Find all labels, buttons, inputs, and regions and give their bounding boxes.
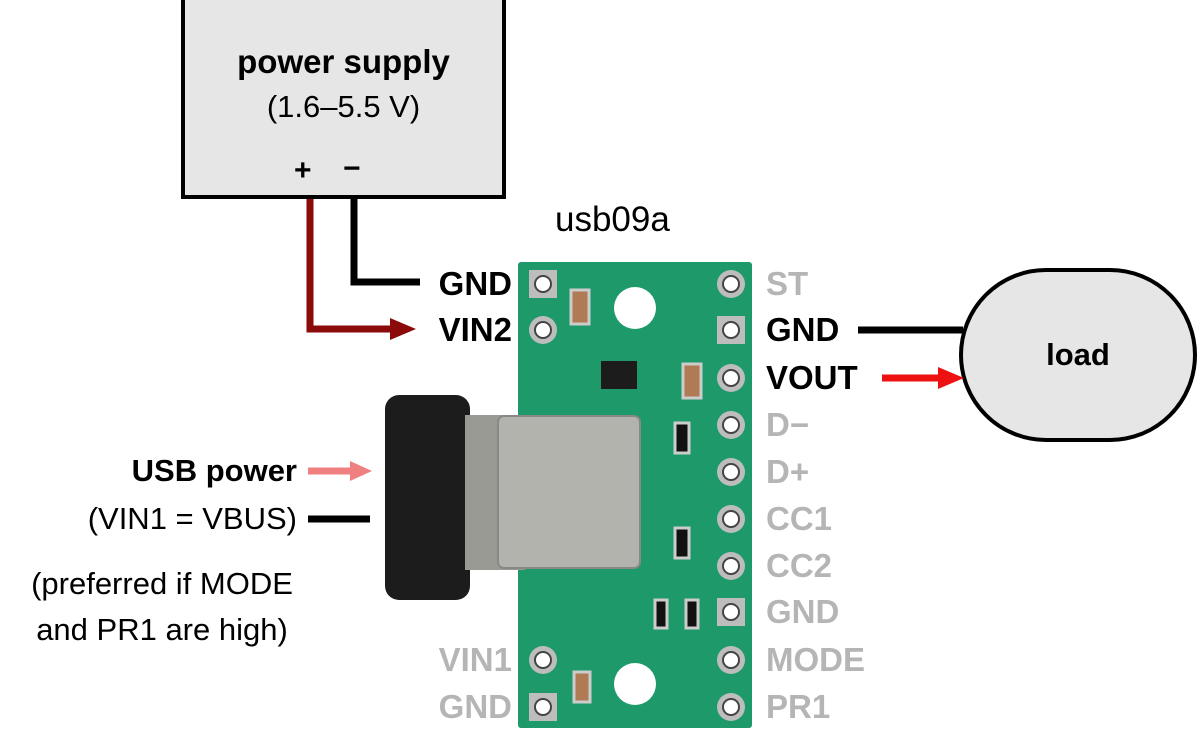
right-pin-label: ST — [766, 265, 809, 302]
pin-headers — [529, 270, 745, 721]
right-pin-label: CC2 — [766, 547, 833, 584]
round-pin-pad — [717, 552, 745, 580]
board-name: usb09a — [555, 200, 670, 239]
resistor — [673, 421, 691, 455]
round-pin-pad — [717, 364, 745, 392]
mounting-hole — [614, 663, 656, 705]
vin2-wire — [306, 199, 392, 333]
load-label: load — [1046, 337, 1110, 372]
right-pin-label: GND — [766, 593, 840, 630]
round-pin-pad — [529, 646, 557, 674]
left-pin-label: VIN2 — [438, 311, 512, 348]
resistor — [673, 526, 691, 560]
mounting-hole — [614, 287, 656, 329]
round-pin-pad — [717, 411, 745, 439]
power-supply-box — [181, 0, 506, 199]
right-pin-label: PR1 — [766, 688, 831, 725]
ic-chip — [601, 361, 637, 389]
usb-note-line1: (preferred if MODE — [31, 566, 293, 601]
left-pin-label: GND — [438, 688, 512, 725]
capacitor — [569, 288, 591, 326]
round-pin-pad — [717, 646, 745, 674]
round-pin-pad — [529, 316, 557, 344]
right-pin-label: D+ — [766, 453, 810, 490]
round-pin-pad — [717, 505, 745, 533]
vbus-label: (VIN1 = VBUS) — [87, 501, 297, 536]
right-pin-label: CC1 — [766, 500, 833, 537]
right-pin-label: MODE — [766, 641, 865, 678]
square-pin-pad — [529, 270, 557, 298]
capacitor — [572, 670, 592, 704]
right-pin-label: VOUT — [766, 359, 858, 396]
vin2-arrow-icon — [390, 318, 416, 340]
left-pin-label: VIN1 — [438, 641, 512, 678]
square-pin-pad — [529, 693, 557, 721]
resistor — [684, 598, 700, 630]
right-pin-label: GND — [766, 311, 840, 348]
power-supply-title: power supply — [237, 43, 450, 80]
power-supply-range: (1.6–5.5 V) — [266, 89, 421, 124]
square-pin-pad — [717, 598, 745, 626]
vout-arrow-icon — [938, 367, 964, 389]
load-shape — [959, 268, 1197, 442]
right-pin-label: D− — [766, 406, 810, 443]
usb-power-arrow-icon — [350, 461, 372, 481]
round-pin-pad — [717, 458, 745, 486]
square-pin-pad — [717, 316, 745, 344]
usb-c-receptacle — [497, 415, 641, 569]
gnd-wire — [350, 199, 420, 286]
capacitor — [681, 362, 703, 400]
round-pin-pad — [717, 270, 745, 298]
plus-terminal-label: + — [294, 154, 312, 187]
usb-note-line2: and PR1 are high) — [36, 612, 288, 647]
minus-terminal-label: − — [343, 152, 361, 185]
resistor — [653, 598, 669, 630]
usb-cable-overmold — [385, 395, 470, 600]
left-pin-label: GND — [438, 265, 512, 302]
round-pin-pad — [717, 693, 745, 721]
usb-power-label: USB power — [131, 453, 297, 488]
